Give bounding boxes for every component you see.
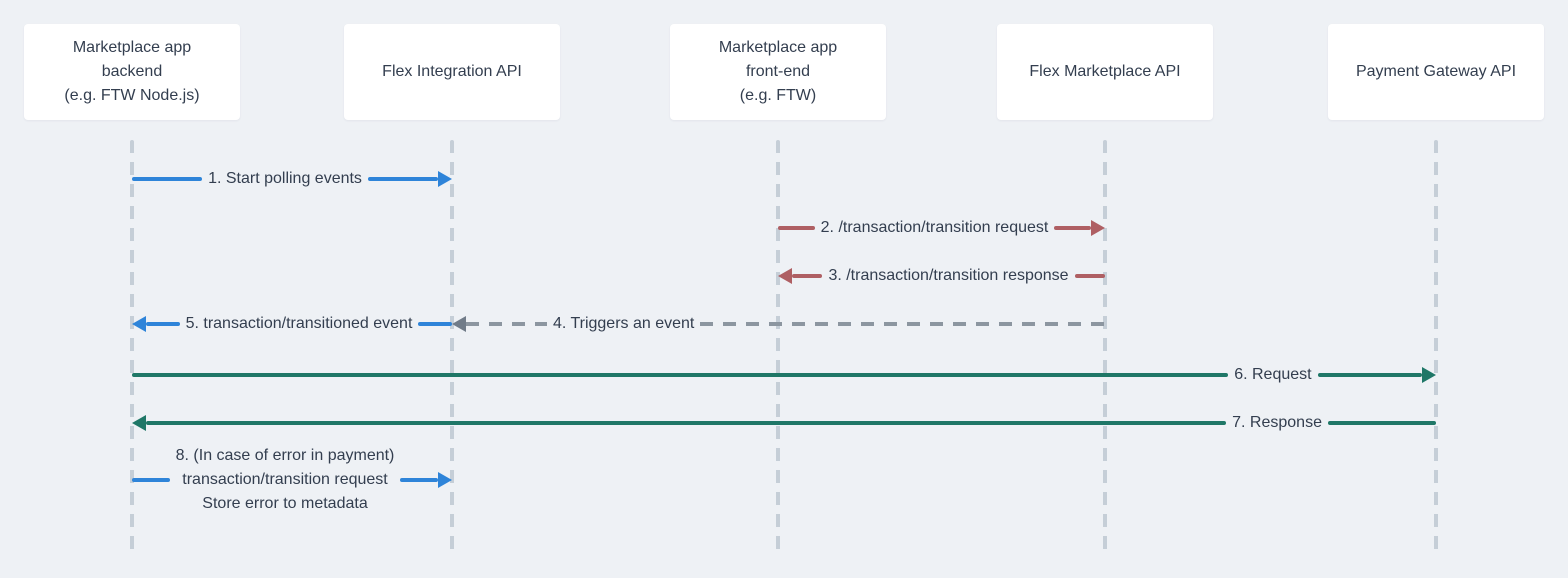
message-label: 3. /transaction/transition response bbox=[828, 267, 1069, 284]
message-label: 7. Response bbox=[1232, 414, 1322, 431]
actor-flex-integration-api: Flex Integration API bbox=[344, 24, 560, 120]
message-line bbox=[400, 478, 439, 482]
actor-marketplace-frontend: Marketplace app front-end (e.g. FTW) bbox=[670, 24, 886, 120]
lifeline-flex-marketplace-api bbox=[1103, 140, 1107, 552]
message-1-start-polling: 1. Start polling events bbox=[132, 167, 452, 191]
message-line bbox=[367, 177, 438, 181]
message-6-request: 6. Request bbox=[132, 363, 1436, 387]
arrowhead-left-icon bbox=[132, 415, 146, 431]
actor-label-marketplace-backend: Marketplace app backend (e.g. FTW Node.j… bbox=[64, 39, 200, 104]
arrowhead-right-icon bbox=[438, 472, 453, 488]
message-line bbox=[1317, 373, 1422, 377]
message-label-line-3: Store error to metadata bbox=[202, 495, 368, 512]
arrowhead-right-icon bbox=[438, 171, 452, 187]
lifeline-flex-integration-api bbox=[450, 140, 454, 552]
actor-payment-gateway-api: Payment Gateway API bbox=[1328, 24, 1544, 120]
actor-label-marketplace-frontend: Marketplace app front-end (e.g. FTW) bbox=[718, 39, 838, 104]
message-8-error-transition: 8. (In case of error in payment) transac… bbox=[132, 444, 453, 516]
actor-label-payment-gateway-api: Payment Gateway API bbox=[1355, 63, 1517, 80]
message-line bbox=[146, 322, 180, 326]
message-label-line-2: transaction/transition request bbox=[182, 471, 388, 488]
message-label-line-1: 8. (In case of error in payment) bbox=[175, 447, 395, 464]
message-label: 6. Request bbox=[1234, 366, 1312, 383]
message-line bbox=[132, 478, 170, 482]
lifeline-payment-gateway-api bbox=[1434, 140, 1438, 552]
arrowhead-left-icon bbox=[778, 268, 792, 284]
actor-label-flex-marketplace-api: Flex Marketplace API bbox=[1029, 63, 1181, 80]
lifeline-marketplace-frontend bbox=[776, 140, 780, 552]
actor-label-flex-integration-api: Flex Integration API bbox=[382, 63, 522, 80]
lifeline-marketplace-backend bbox=[130, 140, 134, 552]
actor-flex-marketplace-api: Flex Marketplace API bbox=[997, 24, 1213, 120]
arrowhead-left-icon bbox=[132, 316, 146, 332]
message-line bbox=[466, 322, 547, 326]
message-label: 5. transaction/transitioned event bbox=[185, 315, 413, 332]
message-7-response: 7. Response bbox=[132, 411, 1436, 435]
arrowhead-right-icon bbox=[1422, 367, 1436, 383]
message-2-transition-request: 2. /transaction/transition request bbox=[778, 216, 1105, 240]
message-label: 1. Start polling events bbox=[208, 170, 362, 187]
message-line bbox=[132, 177, 203, 181]
message-line bbox=[1074, 274, 1106, 278]
message-label: 2. /transaction/transition request bbox=[820, 219, 1049, 236]
message-line bbox=[418, 322, 452, 326]
message-line bbox=[1054, 226, 1091, 230]
message-label: 4. Triggers an event bbox=[552, 315, 695, 332]
message-line bbox=[132, 373, 1229, 377]
message-line bbox=[778, 226, 815, 230]
message-3-transition-response: 3. /transaction/transition response bbox=[778, 264, 1106, 288]
message-line bbox=[700, 322, 1106, 326]
actor-marketplace-backend: Marketplace app backend (e.g. FTW Node.j… bbox=[24, 24, 240, 120]
message-line bbox=[1327, 421, 1436, 425]
message-line bbox=[792, 274, 823, 278]
arrowhead-right-icon bbox=[1091, 220, 1105, 236]
message-line bbox=[146, 421, 1227, 425]
message-label: 8. (In case of error in payment) transac… bbox=[176, 444, 395, 516]
arrowhead-left-icon bbox=[452, 316, 466, 332]
message-5-transitioned-event: 5. transaction/transitioned event bbox=[132, 312, 452, 336]
message-4-triggers-event: 4. Triggers an event bbox=[452, 312, 1106, 336]
